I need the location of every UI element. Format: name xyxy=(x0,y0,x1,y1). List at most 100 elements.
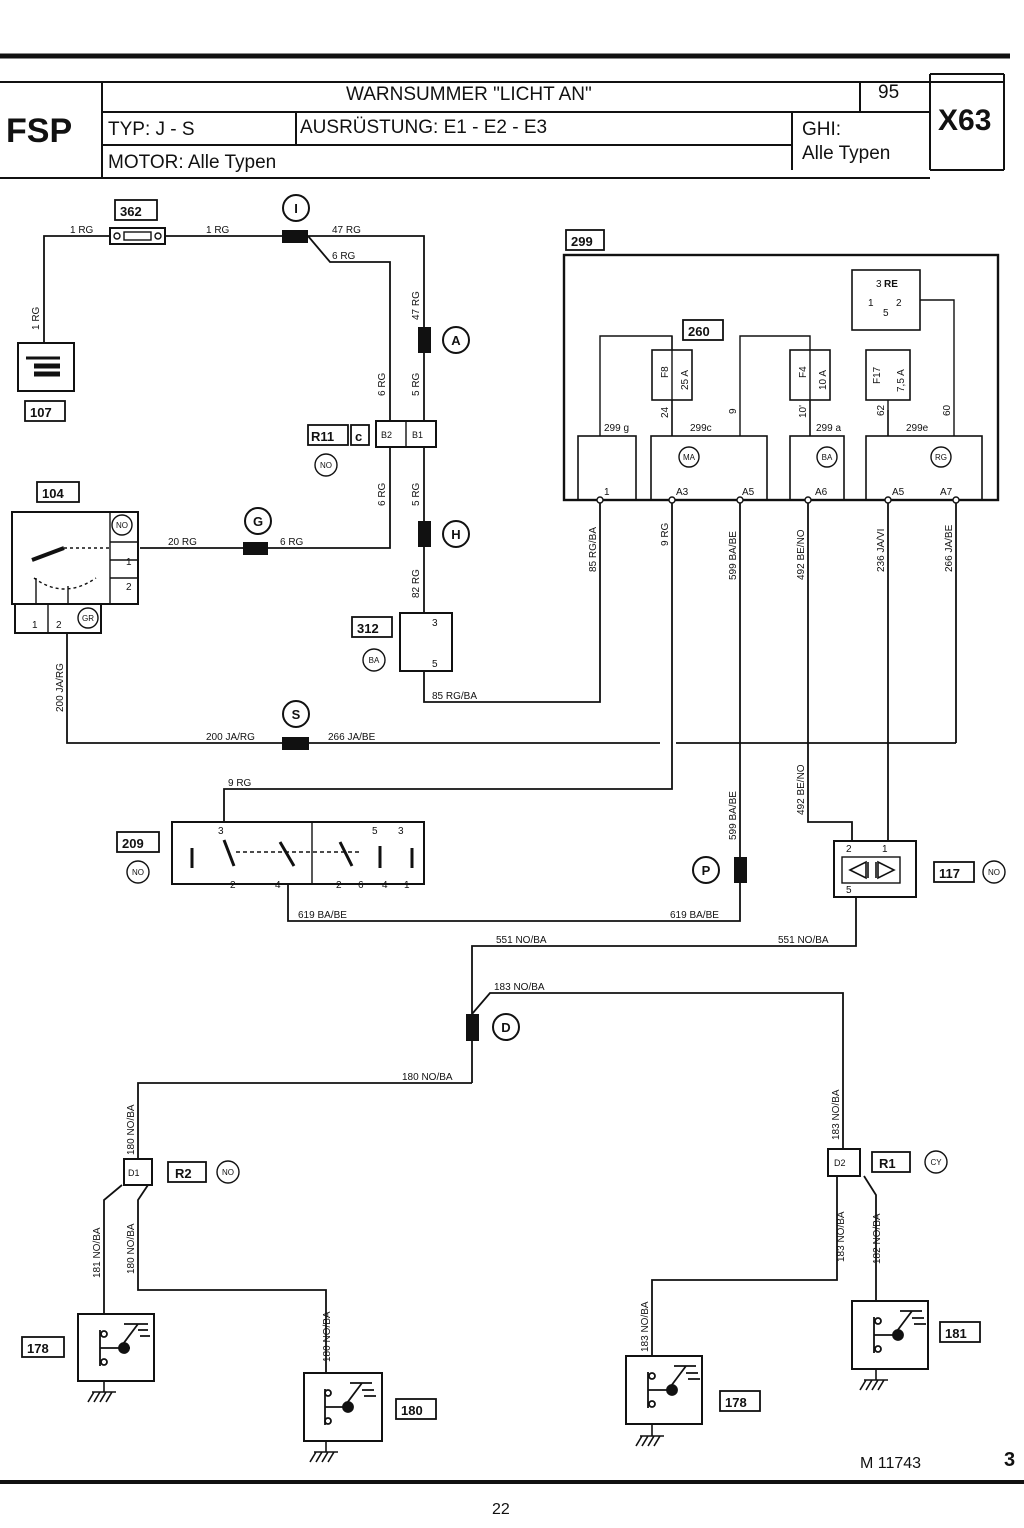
wire-label: 5 RG xyxy=(411,482,422,506)
wire-label: 183 NO/BA xyxy=(836,1211,847,1262)
header-page-code: 95 xyxy=(878,82,900,103)
pin-d2: D2 xyxy=(834,1158,846,1168)
id-107: 107 xyxy=(30,405,52,420)
diode-d1 xyxy=(123,1158,153,1186)
id-178-right: 178 xyxy=(725,1395,747,1410)
wire-label: 200 JA/RG xyxy=(55,663,66,712)
door-switch-180 xyxy=(303,1372,383,1442)
connector-d: D xyxy=(501,1020,510,1035)
id-117: 117 xyxy=(939,866,960,881)
pin-a3: A3 xyxy=(676,487,689,498)
wire-label: 85 RG/BA xyxy=(432,691,477,702)
pin-b2: B2 xyxy=(381,430,392,440)
door-switch-178-right xyxy=(625,1355,703,1425)
pin-117-5: 5 xyxy=(846,885,852,896)
switch-209-pin: 6 xyxy=(358,880,364,891)
wire-label: 1 RG xyxy=(206,225,230,236)
header-typ: TYP: J - S xyxy=(108,119,195,140)
relay-re-label: RE xyxy=(884,279,898,290)
pin-1: 1 xyxy=(604,487,610,498)
header-sheet-id: X63 xyxy=(938,104,992,137)
fuse-f4-label: F4 xyxy=(798,366,809,378)
wire-label: 180 NO/BA xyxy=(322,1311,333,1362)
wire-num-60: 60 xyxy=(942,404,953,416)
wire-num-62: 62 xyxy=(876,404,887,416)
wire-label: 551 NO/BA xyxy=(496,935,547,946)
label-299a: 299 a xyxy=(816,423,841,434)
header-title: WARNSUMMER "LICHT AN" xyxy=(346,84,592,105)
wire-label: 180 NO/BA xyxy=(126,1223,137,1274)
fuse-f4-value: 10 A xyxy=(818,370,829,390)
drawing-number: M 11743 xyxy=(860,1455,921,1472)
wire-label: 20 RG xyxy=(168,537,197,548)
wire-num-10: 10' xyxy=(798,405,809,418)
pin-a7: A7 xyxy=(940,487,953,498)
color-cy-r1: CY xyxy=(930,1158,942,1167)
wire-label: 9 RG xyxy=(228,778,252,789)
wire-label: 180 NO/BA xyxy=(126,1104,137,1155)
pin-117-1: 1 xyxy=(882,844,888,855)
fuse-362 xyxy=(109,227,166,245)
id-260: 260 xyxy=(688,324,710,339)
fuse-f8-value: 25 A xyxy=(680,370,691,390)
id-178-left: 178 xyxy=(27,1341,49,1356)
switch-209-pin: 4 xyxy=(382,880,388,891)
relay-pin-3: 3 xyxy=(876,279,882,290)
switch-209-pin: 3 xyxy=(218,826,224,837)
label-299e: 299e xyxy=(906,423,929,434)
pin-d1: D1 xyxy=(128,1168,140,1178)
wire-label: 619 BA/BE xyxy=(298,910,347,921)
component-312 xyxy=(399,612,453,672)
pin-104-2: 2 xyxy=(56,620,62,631)
fuse-f17-value: 7,5 A xyxy=(896,369,907,392)
switch-209-pin: 3 xyxy=(398,826,404,837)
wire-num-24: 24 xyxy=(660,406,671,418)
id-104: 104 xyxy=(42,486,64,501)
door-switch-178-left xyxy=(77,1313,155,1382)
id-r11-c: c xyxy=(355,429,362,444)
door-switch-181 xyxy=(851,1300,929,1370)
switch-209-pin: 1 xyxy=(404,880,410,891)
wire-label: 47 RG xyxy=(332,225,361,236)
id-209: 209 xyxy=(122,836,144,851)
wire-label: 1 RG xyxy=(31,306,42,330)
pin-104-1: 1 xyxy=(32,620,38,631)
id-180: 180 xyxy=(401,1403,423,1418)
relay-pin-1: 1 xyxy=(868,298,874,309)
id-r11: R11 xyxy=(311,429,334,444)
color-no-117: NO xyxy=(988,868,1000,877)
connector-i: I xyxy=(294,201,298,216)
wire-label: 599 BA/BE xyxy=(728,531,739,580)
id-r1: R1 xyxy=(879,1156,896,1171)
header-fsp: FSP xyxy=(6,112,73,150)
wire-label: 181 NO/BA xyxy=(92,1227,103,1278)
wire-label: 236 JA/VI xyxy=(876,529,887,572)
switch-209-pin: 5 xyxy=(372,826,378,837)
pin-104-b2: 2 xyxy=(126,582,132,593)
pin-312-5: 5 xyxy=(432,659,438,670)
battery-107 xyxy=(17,342,75,392)
wire-label: 1 RG xyxy=(70,225,94,236)
wire-label: 492 BE/NO xyxy=(796,529,807,580)
wire-label: 200 JA/RG xyxy=(206,732,255,743)
color-ma-299: MA xyxy=(683,453,696,462)
wire-label: 183 NO/BA xyxy=(494,982,545,993)
fuse-f17-label: F17 xyxy=(872,366,883,384)
connector-h: H xyxy=(451,527,460,542)
color-gr-104: GR xyxy=(82,614,94,623)
wire-label: 266 JA/BE xyxy=(328,732,376,743)
box-299 xyxy=(562,253,1000,502)
relay-pin-2: 2 xyxy=(896,298,902,309)
pin-a6: A6 xyxy=(815,487,828,498)
connector-p: P xyxy=(702,863,711,878)
pin-a5: A5 xyxy=(742,487,755,498)
header-ghi-label: GHI: xyxy=(802,119,842,140)
color-no-104: NO xyxy=(116,521,128,530)
wire-label: 180 NO/BA xyxy=(402,1072,453,1083)
wire-label: 82 RG xyxy=(411,569,422,598)
sheet-side: 3 xyxy=(1004,1449,1015,1471)
wire-label: 599 BA/BE xyxy=(728,791,739,840)
